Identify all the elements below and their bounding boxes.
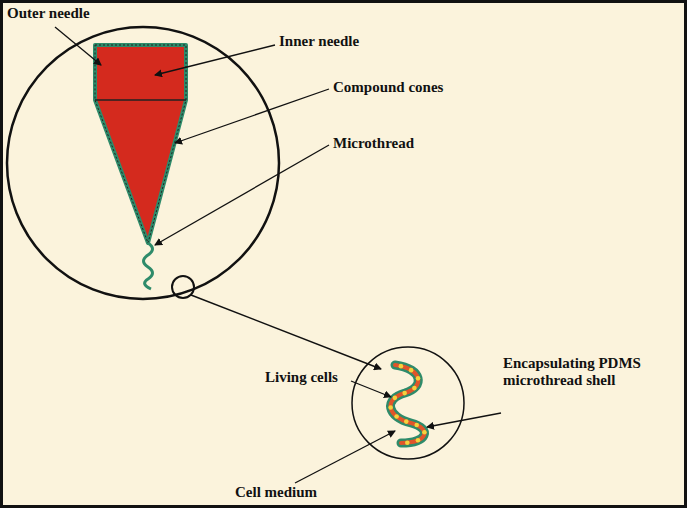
cell-dot: [416, 438, 421, 443]
cell-dot: [409, 368, 414, 373]
leader-line: [351, 381, 391, 397]
leader-line: [427, 413, 501, 427]
cell-medium-core: [391, 365, 425, 443]
part-label: Compound cones: [333, 79, 443, 96]
part-label: Cell medium: [235, 484, 317, 501]
leader-line: [155, 145, 329, 245]
living-cells: [388, 364, 426, 445]
cell-dot: [405, 440, 410, 445]
part-label: Microthread: [333, 135, 414, 152]
cell-dot: [416, 376, 421, 381]
leader-line: [155, 45, 275, 75]
part-label: Outer needle: [7, 5, 90, 22]
leader-line: [55, 27, 101, 65]
leader-line: [175, 89, 329, 143]
part-label: Inner needle: [279, 33, 359, 50]
cell-dot: [414, 423, 419, 428]
zoom-arrow: [191, 295, 381, 369]
cell-dot: [412, 386, 417, 391]
zoom-circle: [172, 276, 194, 298]
inner-needle: [95, 45, 186, 243]
needle-dotted-edge: [95, 45, 186, 243]
outer-needle-circle: [7, 27, 279, 299]
pdms-shell: [391, 365, 425, 443]
cell-dot: [393, 396, 398, 401]
part-label: Encapsulating PDMS microthread shell: [503, 355, 681, 389]
microthread: [144, 243, 153, 289]
needle-illustration: [3, 3, 684, 505]
cell-dot: [402, 391, 407, 396]
cell-dot: [404, 419, 409, 424]
leader-line: [295, 431, 395, 483]
cell-dot: [422, 430, 427, 435]
cell-dot: [394, 414, 399, 419]
part-label: Living cells: [265, 369, 338, 386]
enlarged-circle: [352, 347, 464, 459]
needle-divider: [95, 99, 186, 101]
cell-dot: [399, 364, 404, 369]
cell-dot: [388, 405, 393, 410]
